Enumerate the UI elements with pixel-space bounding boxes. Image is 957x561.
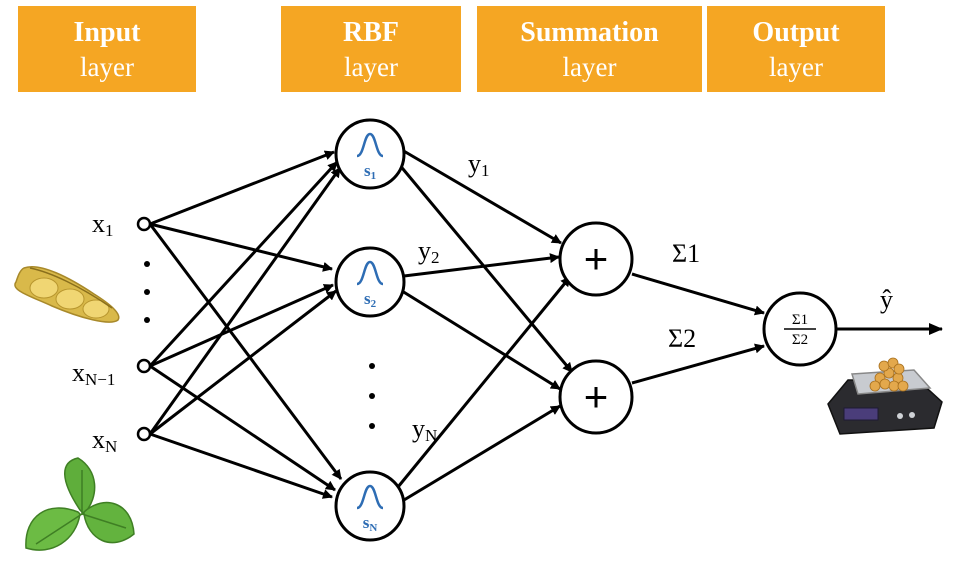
label-sum1: Σ1 xyxy=(672,239,700,268)
edge-x1-sn xyxy=(148,223,343,480)
header-output-subtitle: layer xyxy=(769,52,823,82)
label-yhat: ŷ xyxy=(880,285,893,314)
edge-x1-s2 xyxy=(149,222,333,272)
rbf-label-sn: sN xyxy=(363,513,378,534)
soybean-leaf-icon xyxy=(25,457,135,551)
plus-icon: + xyxy=(584,373,609,420)
rbf-node-1: s1 xyxy=(334,118,406,190)
output-node: Σ1 Σ2 xyxy=(762,291,838,367)
soybean-pod-icon xyxy=(14,266,120,323)
header-input-layer: Input layer xyxy=(18,6,196,92)
plus-icon: + xyxy=(584,235,609,282)
header-input-title: Input xyxy=(73,17,141,48)
input-node-x1 xyxy=(136,216,152,232)
edge-xn-s2 xyxy=(149,289,337,436)
edge-xn-s1 xyxy=(148,167,342,435)
edge-xn1-sn xyxy=(149,364,336,492)
label-y1: y1 xyxy=(468,149,490,180)
rbf-node-2: s2 xyxy=(334,246,406,318)
header-summation-layer: Summation layer xyxy=(477,6,702,92)
gaussian-icon xyxy=(356,484,384,510)
edge-xn1-s1 xyxy=(148,160,339,368)
label-y2: y2 xyxy=(418,236,440,267)
edge-sn-sum1 xyxy=(396,276,572,488)
output-numerator: Σ1 xyxy=(792,312,808,328)
header-output-layer: Output layer xyxy=(707,6,885,92)
edge-sn-sum2 xyxy=(403,404,561,502)
edge-x1-s1 xyxy=(149,150,335,226)
edge-xn1-s2 xyxy=(149,283,334,368)
label-yn: yN xyxy=(412,414,437,445)
gaussian-icon xyxy=(356,260,384,286)
header-rbf-subtitle: layer xyxy=(344,52,398,82)
summation-node-1: + xyxy=(558,221,634,297)
input-node-xn xyxy=(136,426,152,442)
header-input-subtitle: layer xyxy=(80,52,134,82)
rbf-label-s2: s2 xyxy=(364,289,377,310)
input-node-xn1 xyxy=(136,358,152,374)
edge-sum1-out xyxy=(631,272,765,316)
label-xn1: xN−1 xyxy=(72,358,115,389)
rbf-ellipsis xyxy=(369,363,375,429)
edge-s1-sum1 xyxy=(401,148,562,245)
rbf-label-s1: s1 xyxy=(364,161,376,182)
header-rbf-title: RBF xyxy=(343,17,399,48)
header-summation-subtitle: layer xyxy=(562,52,617,82)
input-ellipsis xyxy=(144,261,150,323)
summation-node-2: + xyxy=(558,359,634,435)
label-xn: xN xyxy=(92,425,117,456)
rbf-node-n: sN xyxy=(334,470,406,542)
edge-sum2-out xyxy=(631,343,765,385)
header-summation-title: Summation xyxy=(520,17,659,48)
sum-output-edges xyxy=(631,272,765,385)
output-denominator: Σ2 xyxy=(792,332,808,348)
edge-s2-sum1 xyxy=(403,253,560,278)
edge-xn-sn xyxy=(149,432,333,499)
label-sum2: Σ2 xyxy=(668,324,696,353)
label-x1: x1 xyxy=(92,209,114,240)
input-rbf-edges xyxy=(148,150,343,499)
gaussian-icon xyxy=(356,132,384,158)
kitchen-scale-icon xyxy=(827,357,943,435)
header-rbf-layer: RBF layer xyxy=(281,6,461,92)
header-output-title: Output xyxy=(752,17,840,48)
edge-s2-sum2 xyxy=(401,289,561,391)
rbf-sum-edges xyxy=(396,148,574,502)
